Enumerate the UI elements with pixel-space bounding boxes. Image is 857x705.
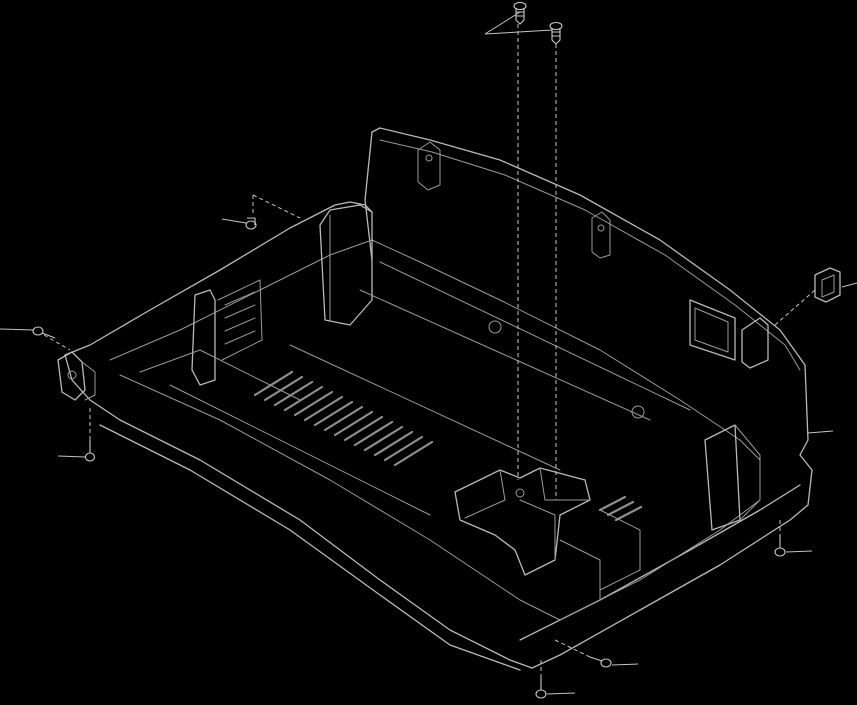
assembly-paths — [43, 24, 816, 676]
latch-clip-icon — [814, 267, 841, 303]
screw-icon — [32, 1, 786, 699]
bottom-cover-tray-icon — [64, 127, 813, 671]
hinge-bracket-icon — [57, 351, 96, 401]
vent-grille-icon — [253, 370, 643, 522]
callout-leaders — [0, 11, 857, 695]
